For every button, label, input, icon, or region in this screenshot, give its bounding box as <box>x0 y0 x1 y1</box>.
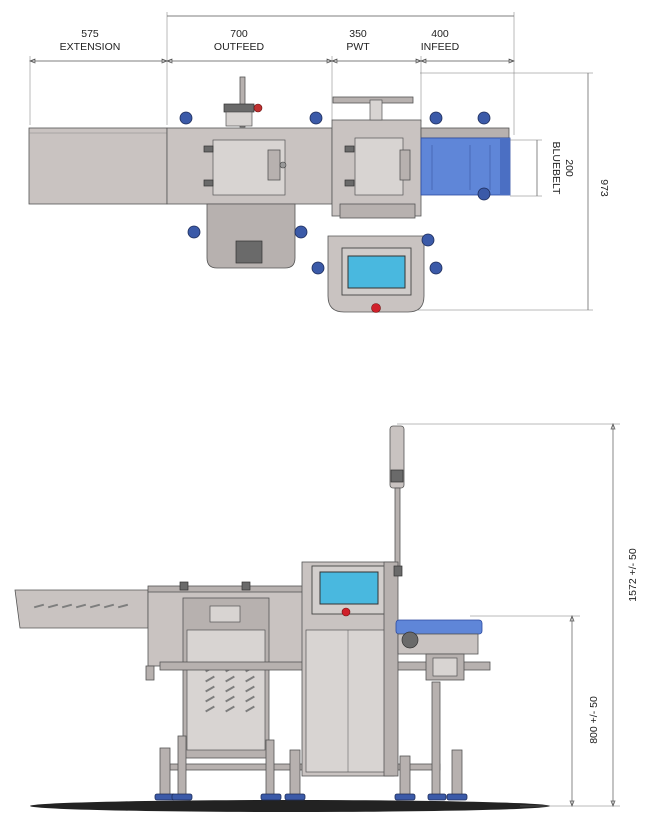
dim-pwt-label: PWT <box>346 41 370 53</box>
dim-bluebelt-label: BLUEBELT <box>550 142 562 195</box>
dim-infeed-label: INFEED <box>421 41 460 53</box>
infeed-blue-belt-top <box>420 137 511 196</box>
dim-belt-height: 800 +/- 50 <box>588 696 600 744</box>
outfeed-base-top <box>206 203 296 269</box>
dim-infeed-value: 400 <box>431 28 449 40</box>
top-view-wheels <box>179 111 491 275</box>
floor-shadow <box>30 800 550 812</box>
control-screen-top <box>347 255 406 289</box>
side-view: 1572 +/- 50 800 +/- 50 <box>14 423 639 812</box>
dim-bluebelt-value: 200 <box>563 159 575 177</box>
infeed-frame-top <box>420 127 510 139</box>
dim-extension-label: EXTENSION <box>60 41 121 53</box>
dim-total-height: 1572 +/- 50 <box>627 548 639 602</box>
top-dimensions: 575 EXTENSION 700 OUTFEED 350 PWT 400 IN… <box>29 12 610 311</box>
emergency-stop-side <box>341 607 351 617</box>
dim-pwt-value: 350 <box>349 28 367 40</box>
extension-vent-slots <box>33 603 129 609</box>
machine-feet <box>154 793 468 801</box>
extension-conveyor-side <box>14 589 149 629</box>
dim-extension-value: 575 <box>81 28 99 40</box>
dim-depth-value: 973 <box>598 179 610 197</box>
dim-outfeed-value: 700 <box>230 28 248 40</box>
side-dimensions: 1572 +/- 50 800 +/- 50 <box>397 423 639 807</box>
extension-conveyor-top <box>28 127 168 205</box>
top-view: 575 EXTENSION 700 OUTFEED 350 PWT 400 IN… <box>28 12 610 313</box>
machine-legs <box>145 665 463 797</box>
control-screen-side <box>319 571 379 605</box>
emergency-stop-top <box>371 303 381 313</box>
dim-outfeed-label: OUTFEED <box>214 41 265 53</box>
